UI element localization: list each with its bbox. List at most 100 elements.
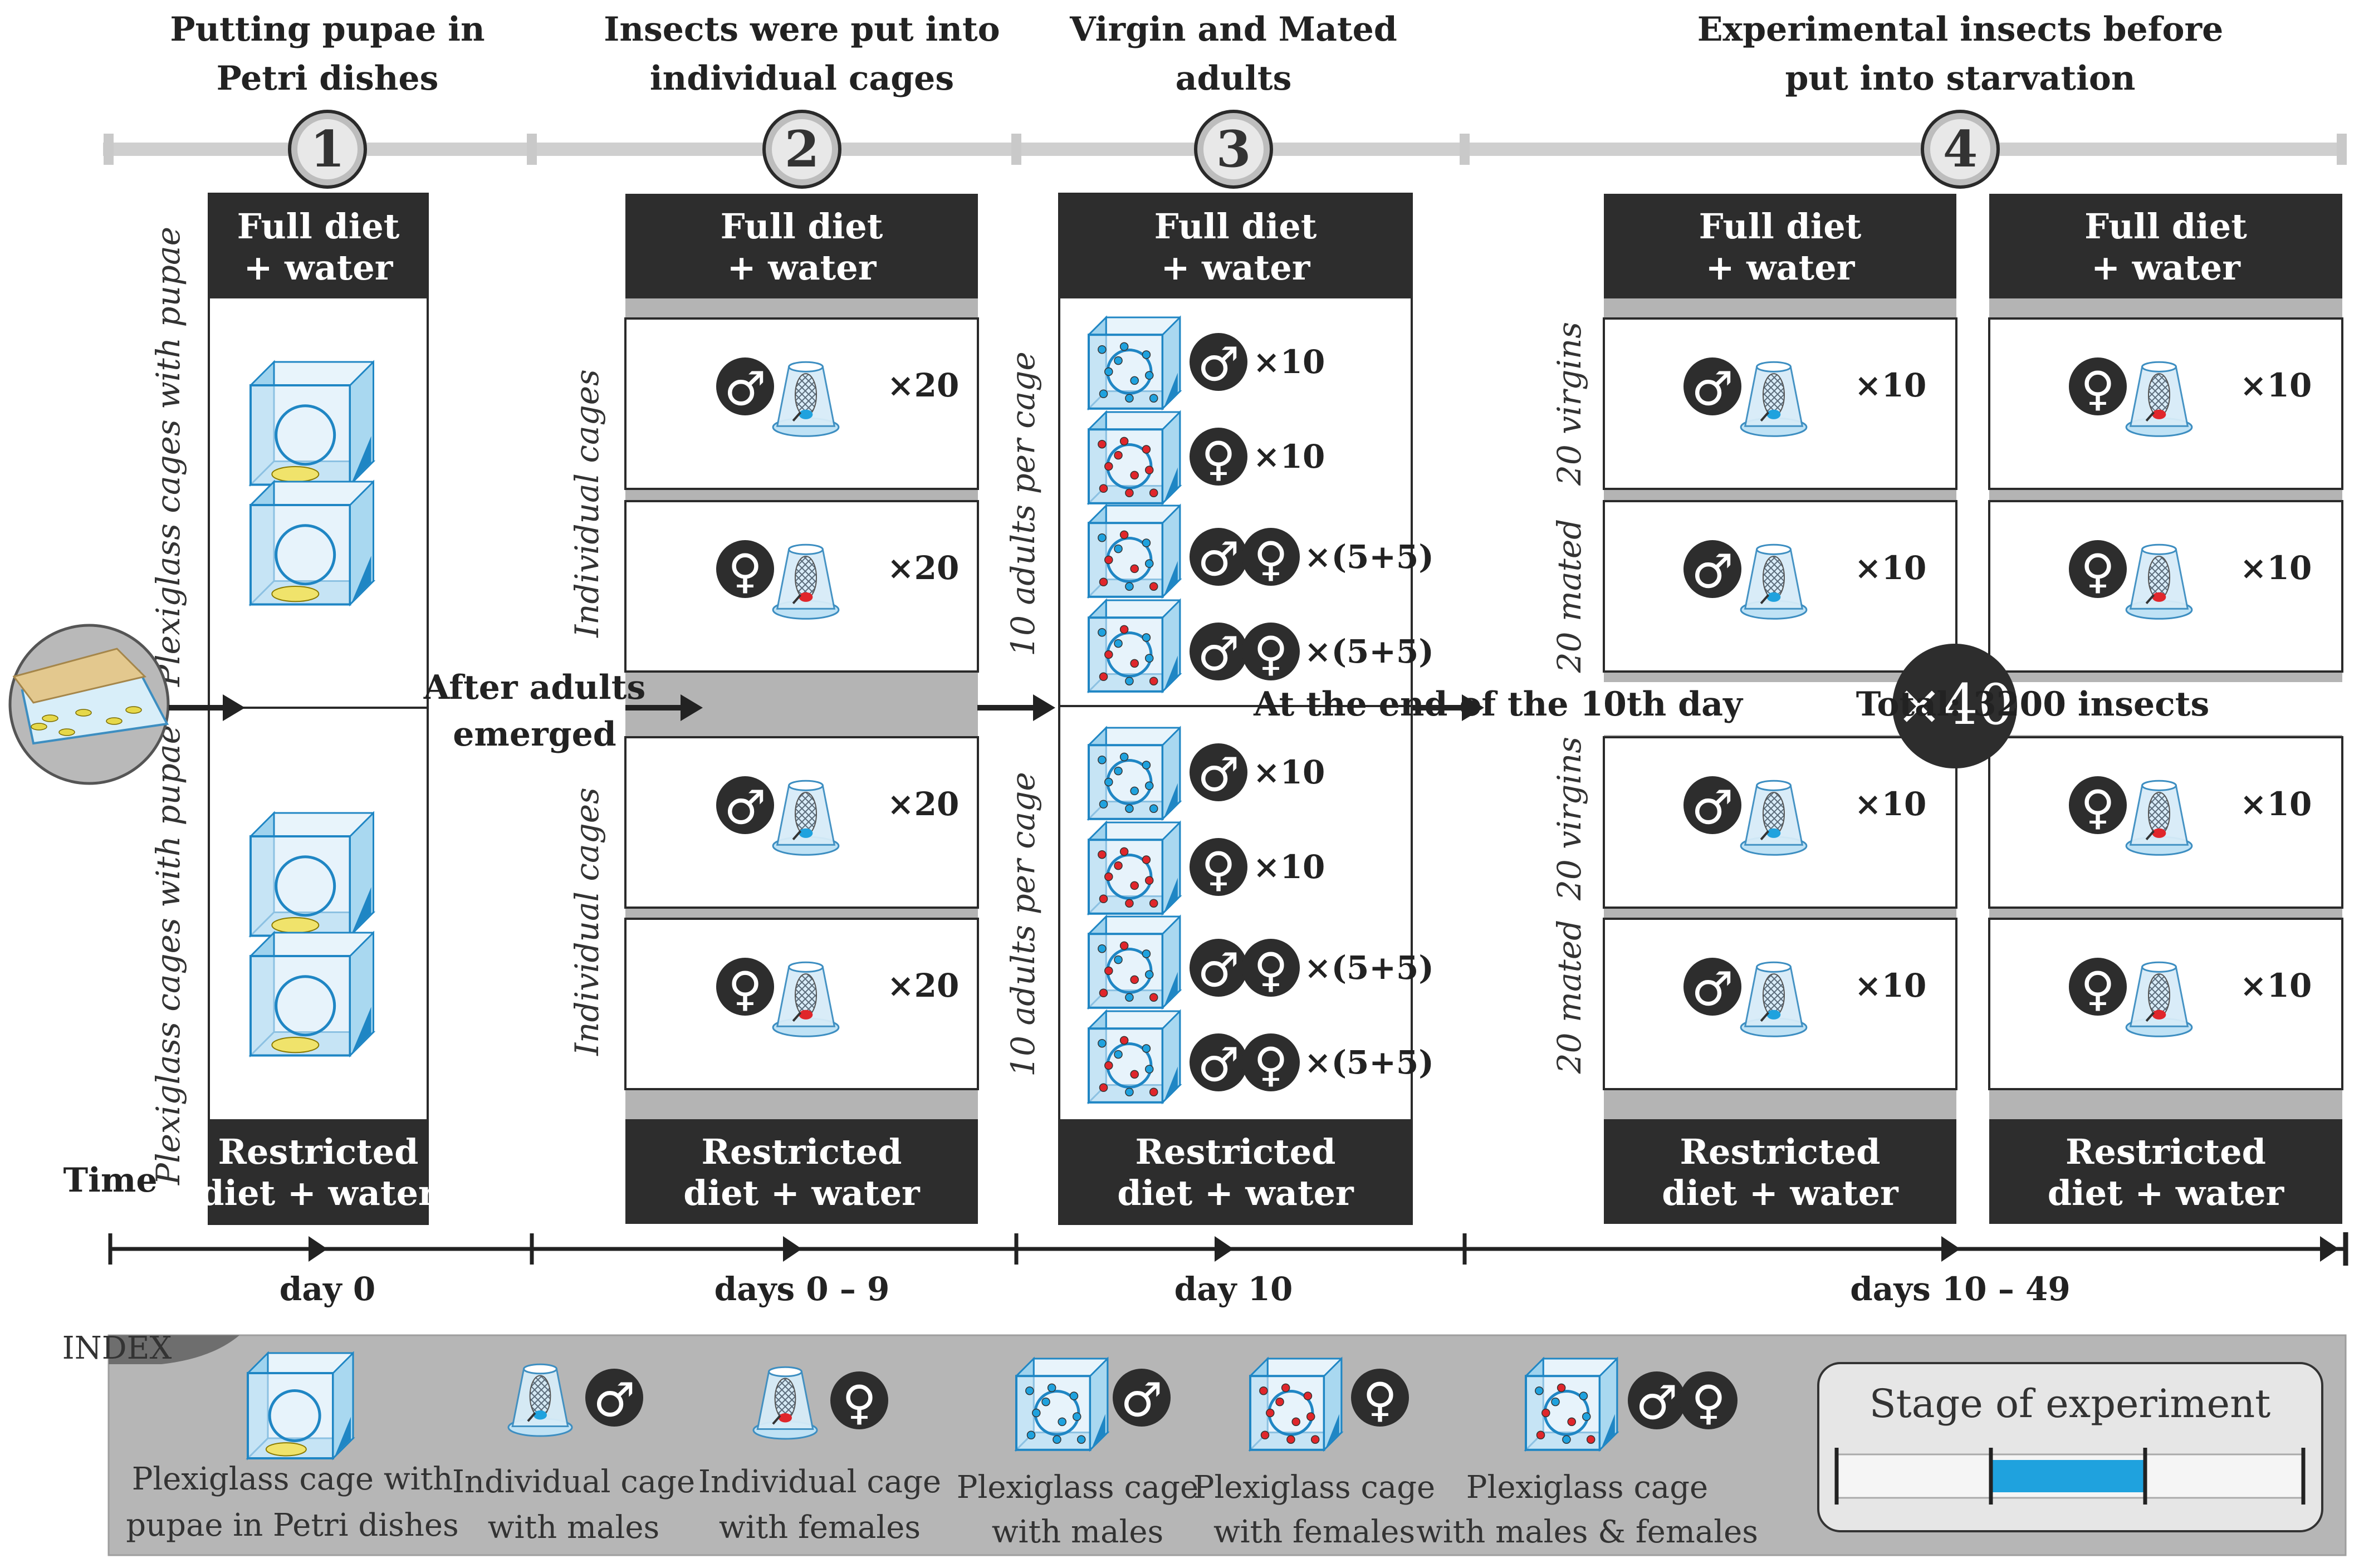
restricted-diet-label: Restricted [218, 1131, 419, 1172]
index-tag: INDEX [62, 1330, 172, 1366]
female-symbol: ♀ [2069, 776, 2127, 835]
plexiglass-cage-adults [1086, 820, 1182, 916]
female-symbol: ♀ [1242, 623, 1300, 681]
restricted-diet-footer [1989, 1119, 2342, 1224]
stage-title: Putting pupae in [170, 10, 484, 49]
end-of-day-label: At the end of the 10th day [1253, 685, 1744, 724]
full-diet-label: Full diet [1154, 206, 1317, 247]
plexiglass-cage-females-icon [1248, 1356, 1344, 1452]
plexiglass-cage-pupae-icon [246, 1351, 355, 1461]
stage-number-badge: 1 [288, 110, 367, 189]
full-diet-header [1604, 194, 1956, 298]
svg-text:♀: ♀ [2081, 962, 2115, 1016]
female-symbol: ♀ [1242, 939, 1300, 997]
index-item-label: with females [719, 1510, 921, 1546]
index-item-label: with males [992, 1514, 1164, 1550]
female-symbol: ♀ [2069, 540, 2127, 599]
time-axis-arrow [1215, 1236, 1234, 1262]
individual-cage-female-icon [752, 1366, 818, 1440]
svg-text:♂: ♂ [1691, 361, 1733, 416]
male-symbol: ♂ [585, 1369, 643, 1427]
cage-count: ×(5+5) [1304, 949, 1434, 987]
side-label-individual-cages: Individual cages [568, 787, 606, 1056]
plexiglass-cage-males-icon [1014, 1356, 1110, 1452]
index-item-label: Plexiglass cage with [132, 1461, 453, 1497]
female-symbol: ♀ [830, 1371, 888, 1430]
plexiglass-cage-pupae [248, 360, 376, 487]
flow-arrow [1412, 694, 1484, 721]
female-symbol: ♀ [1242, 528, 1300, 586]
full-diet-header [1989, 194, 2342, 298]
cage-count: ×10 [2240, 549, 2312, 587]
time-axis-arrow [783, 1236, 802, 1262]
stage-title: Virgin and Mated [1069, 10, 1397, 49]
male-symbol: ♂ [1190, 623, 1247, 681]
restricted-diet-label: Restricted [702, 1131, 902, 1172]
male-symbol: ♂ [1683, 540, 1741, 599]
day-label: days 0 – 9 [714, 1270, 890, 1308]
individual-cage-female-icon [772, 543, 840, 620]
flow-arrow [169, 694, 245, 721]
plexiglass-cage-pupae [248, 930, 376, 1058]
cage-count: ×20 [887, 785, 959, 823]
plexiglass-cage-adults [1086, 726, 1182, 821]
male-symbol: ♂ [1190, 528, 1247, 586]
female-symbol: ♀ [2069, 958, 2127, 1016]
individual-cage-male-icon [1740, 543, 1808, 620]
svg-text:2: 2 [785, 120, 820, 179]
svg-text:♂: ♂ [724, 361, 766, 416]
full-diet-header [1059, 194, 1412, 298]
plexiglass-cage-adults [1086, 598, 1182, 694]
restricted-diet-label: Restricted [1680, 1131, 1881, 1172]
male-symbol: ♂ [1190, 1033, 1247, 1092]
male-symbol: ♂ [1190, 939, 1247, 997]
cage-count: ×20 [887, 549, 959, 587]
svg-text:4: 4 [1943, 120, 1978, 179]
time-label: Time [63, 1161, 157, 1200]
plexiglass-cage-mixed-icon [1524, 1356, 1619, 1452]
svg-text:♂: ♂ [724, 780, 766, 835]
restricted-diet-footer [625, 1119, 978, 1224]
stage-number-badge: 3 [1194, 110, 1273, 189]
cage-count: ×(5+5) [1304, 1043, 1434, 1081]
side-label-stage1: Plexiglass cages with pupae [149, 227, 187, 687]
flow-arrow [977, 694, 1055, 721]
female-symbol: ♀ [1242, 1033, 1300, 1092]
male-symbol: ♂ [1190, 333, 1247, 391]
time-axis-arrow [1941, 1236, 1960, 1262]
restricted-diet-footer [1604, 1119, 1956, 1224]
individual-cage-male-icon [772, 361, 840, 437]
individual-cage-male-icon [1740, 780, 1808, 856]
svg-text:♀: ♀ [2081, 361, 2115, 416]
male-symbol: ♂ [1113, 1369, 1171, 1427]
restricted-diet-label: Restricted [2066, 1131, 2266, 1172]
plexiglass-cage-adults [1086, 410, 1182, 506]
full-diet-label: Full diet [721, 206, 883, 247]
time-axis-arrow [2320, 1236, 2339, 1262]
cage-count: ×10 [2240, 366, 2312, 404]
restricted-diet-label: diet + water [2048, 1173, 2285, 1213]
female-symbol: ♀ [716, 540, 774, 599]
side-label-individual-cages: Individual cages [568, 369, 606, 638]
svg-text:♀: ♀ [1254, 943, 1288, 997]
cage-count: ×10 [1854, 785, 1926, 823]
cage-count: ×10 [1253, 753, 1325, 791]
svg-text:1: 1 [310, 120, 345, 179]
index-item-label: Plexiglass cage [1193, 1469, 1435, 1506]
female-symbol: ♀ [716, 958, 774, 1016]
svg-text:♀: ♀ [2081, 544, 2115, 599]
male-symbol: ♂ [1628, 1371, 1686, 1430]
side-label-adults-per-cage: 10 adults per cage [1004, 772, 1042, 1077]
female-symbol: ♀ [1680, 1371, 1738, 1430]
cage-count: ×10 [1854, 967, 1926, 1004]
stage-title: Experimental insects before [1697, 10, 2224, 49]
after-adults-label: After adults [423, 668, 645, 707]
day-label: days 10 – 49 [1850, 1270, 2071, 1308]
side-label-stage1: Plexiglass cages with pupae [149, 725, 187, 1185]
stage-legend: Stage of experiment [1817, 1362, 2323, 1532]
individual-cage-female-icon [772, 961, 840, 1037]
restricted-diet-label: diet + water [200, 1173, 437, 1213]
individual-cage-female-icon [2125, 361, 2193, 437]
individual-cage-male-icon [772, 780, 840, 856]
female-symbol: ♀ [2069, 357, 2127, 416]
